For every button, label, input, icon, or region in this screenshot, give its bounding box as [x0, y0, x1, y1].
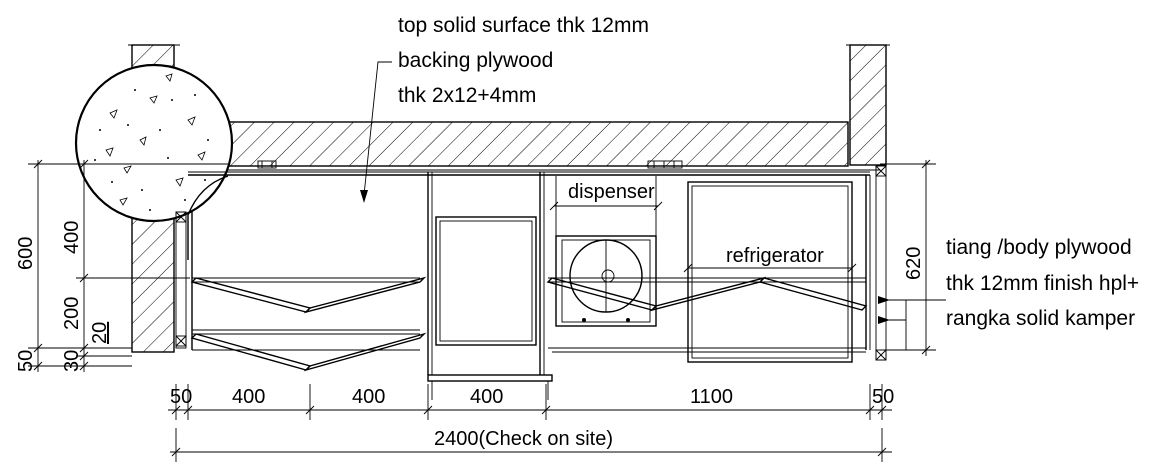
right-note-line1: tiang /body plywood [946, 236, 1132, 259]
bottom-dim-5: 1100 [690, 386, 733, 408]
right-note-line3: rangka solid kamper [946, 307, 1135, 330]
right-wall-column [849, 44, 887, 166]
left-panel-blocks [175, 211, 187, 347]
right-dim-tick-bottom [921, 345, 931, 355]
dispenser-tap [601, 269, 615, 283]
plinth-middle [427, 374, 553, 382]
refrigerator-box [687, 181, 853, 363]
hinge-bracket-left [257, 160, 277, 169]
left-side-panel [175, 211, 187, 349]
right-note-line2: thk 12mm finish hpl+ [946, 272, 1139, 295]
middle-appliance-box [435, 216, 537, 346]
left-dim-600: 600 [15, 237, 37, 270]
total-dimension: 2400(Check on site) [434, 428, 613, 450]
round-concrete-column [74, 63, 234, 223]
top-note-line3: thk 2x12+4mm [398, 84, 536, 107]
left-dim-30: 30 [61, 350, 83, 372]
shelf-lines [192, 277, 866, 349]
left-dim-400: 400 [61, 221, 83, 254]
middle-appliance-inner [439, 220, 533, 342]
left-dim-ticks [33, 159, 89, 371]
bottom-dim-2: 400 [232, 386, 265, 408]
dispenser-foot-right [626, 318, 630, 322]
left-dim-200: 200 [61, 297, 83, 330]
top-note-line1: top solid surface thk 12mm [398, 14, 649, 37]
door-swing-upper [190, 276, 868, 314]
concrete-texture [105, 73, 206, 206]
top-note-arrow [360, 190, 368, 203]
top-note-line2: backing plywood [398, 49, 553, 72]
refrigerator-label: refrigerator [726, 245, 824, 267]
right-side-panel [875, 165, 887, 361]
dispenser-box [555, 235, 657, 327]
dispenser-foot-left [582, 318, 586, 322]
right-note-leader [880, 299, 946, 351]
dispenser-dim-tick-l [549, 201, 559, 211]
top-note-leader [363, 61, 392, 196]
refrigerator-inner [691, 185, 849, 359]
refrigerator-dim-tick-r [847, 263, 857, 273]
countertop-slab [227, 121, 849, 167]
right-note-arrow-1 [878, 296, 890, 304]
bottom-dim-3: 400 [352, 386, 385, 408]
bottom-dim-6: 50 [872, 386, 894, 408]
concrete-specks [94, 89, 209, 211]
cabinet-left-curve [187, 175, 229, 260]
bottom-dim-4: 400 [470, 386, 503, 408]
left-dim-20: 20 [89, 322, 111, 344]
bottom-dim-ticks [171, 384, 887, 420]
right-panel-blocks [875, 165, 887, 361]
dispenser-label: dispenser [568, 181, 655, 203]
right-dim-620: 620 [903, 247, 925, 280]
dispenser-dim-tick-r [653, 201, 663, 211]
hinge-bracket-right [647, 160, 683, 169]
door-swing-lower [190, 332, 427, 372]
bottom-dim-1: 50 [170, 386, 192, 408]
right-dim-tick-top [921, 159, 931, 169]
refrigerator-dim-tick-l [683, 263, 693, 273]
left-dim-50: 50 [15, 350, 37, 372]
